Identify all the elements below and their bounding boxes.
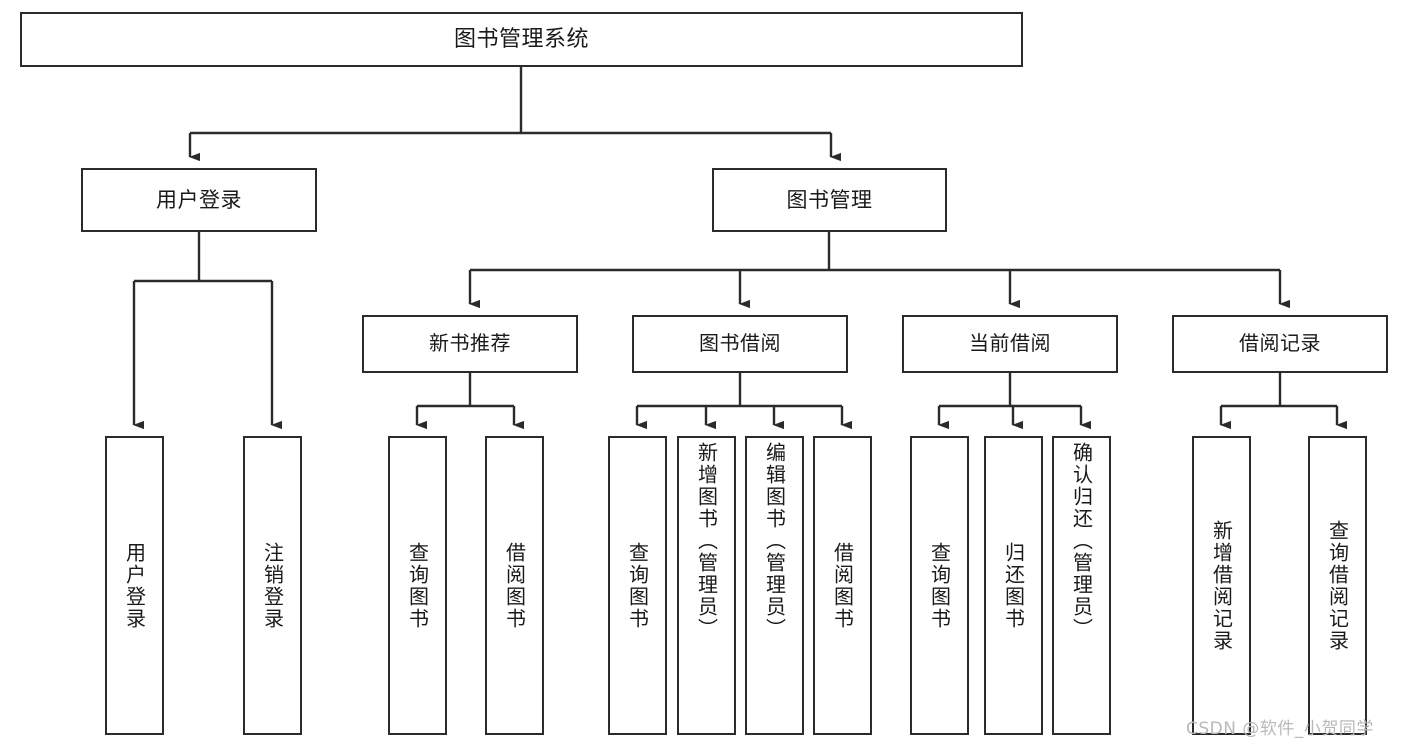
node-borrow-record[interactable]: 借阅记录 — [1172, 315, 1388, 373]
node-user-login[interactable]: 用户登录 — [81, 168, 317, 232]
node-root-label: 图书管理系统 — [453, 26, 589, 52]
node-leaf-return-book-label: 归还图书 — [1001, 541, 1026, 630]
node-leaf-query-book-2[interactable]: 查询图书 — [608, 436, 667, 735]
node-leaf-query-record-label: 查询借阅记录 — [1325, 519, 1350, 652]
node-leaf-query-book-1[interactable]: 查询图书 — [388, 436, 447, 735]
node-leaf-return-book[interactable]: 归还图书 — [984, 436, 1043, 735]
node-leaf-add-book[interactable]: 新增图书（管理员） — [677, 436, 736, 735]
node-leaf-confirm-return-label: 确认归还（管理员） — [1069, 442, 1094, 640]
node-current-borrow-label: 当前借阅 — [969, 331, 1051, 356]
node-leaf-user-login-label: 用户登录 — [122, 541, 147, 630]
node-leaf-borrow-book-2[interactable]: 借阅图书 — [813, 436, 872, 735]
node-user-login-label: 用户登录 — [156, 187, 242, 212]
node-new-book-recommend-label: 新书推荐 — [429, 331, 511, 356]
node-book-borrow[interactable]: 图书借阅 — [632, 315, 848, 373]
node-new-book-recommend[interactable]: 新书推荐 — [362, 315, 578, 373]
node-leaf-query-book-3[interactable]: 查询图书 — [910, 436, 969, 735]
node-leaf-query-record[interactable]: 查询借阅记录 — [1308, 436, 1367, 735]
node-book-manage[interactable]: 图书管理 — [712, 168, 947, 232]
node-leaf-borrow-book-1-label: 借阅图书 — [502, 541, 527, 630]
node-leaf-add-record[interactable]: 新增借阅记录 — [1192, 436, 1251, 735]
node-leaf-query-book-2-label: 查询图书 — [625, 541, 650, 630]
node-leaf-confirm-return[interactable]: 确认归还（管理员） — [1052, 436, 1111, 735]
node-current-borrow[interactable]: 当前借阅 — [902, 315, 1118, 373]
node-leaf-logout-label: 注销登录 — [260, 541, 285, 630]
node-leaf-edit-book[interactable]: 编辑图书（管理员） — [745, 436, 804, 735]
csdn-watermark: CSDN @软件_小贺同学 — [1186, 719, 1374, 739]
node-leaf-add-record-label: 新增借阅记录 — [1209, 519, 1234, 652]
node-leaf-add-book-label: 新增图书（管理员） — [694, 442, 719, 640]
node-leaf-query-book-1-label: 查询图书 — [405, 541, 430, 630]
node-leaf-user-login[interactable]: 用户登录 — [105, 436, 164, 735]
node-leaf-borrow-book-1[interactable]: 借阅图书 — [485, 436, 544, 735]
node-book-borrow-label: 图书借阅 — [699, 331, 781, 356]
node-leaf-query-book-3-label: 查询图书 — [927, 541, 952, 630]
node-borrow-record-label: 借阅记录 — [1239, 331, 1321, 356]
node-book-manage-label: 图书管理 — [786, 187, 873, 212]
node-leaf-edit-book-label: 编辑图书（管理员） — [762, 442, 787, 640]
node-leaf-logout[interactable]: 注销登录 — [243, 436, 302, 735]
node-root[interactable]: 图书管理系统 — [20, 12, 1023, 67]
node-leaf-borrow-book-2-label: 借阅图书 — [830, 541, 855, 630]
